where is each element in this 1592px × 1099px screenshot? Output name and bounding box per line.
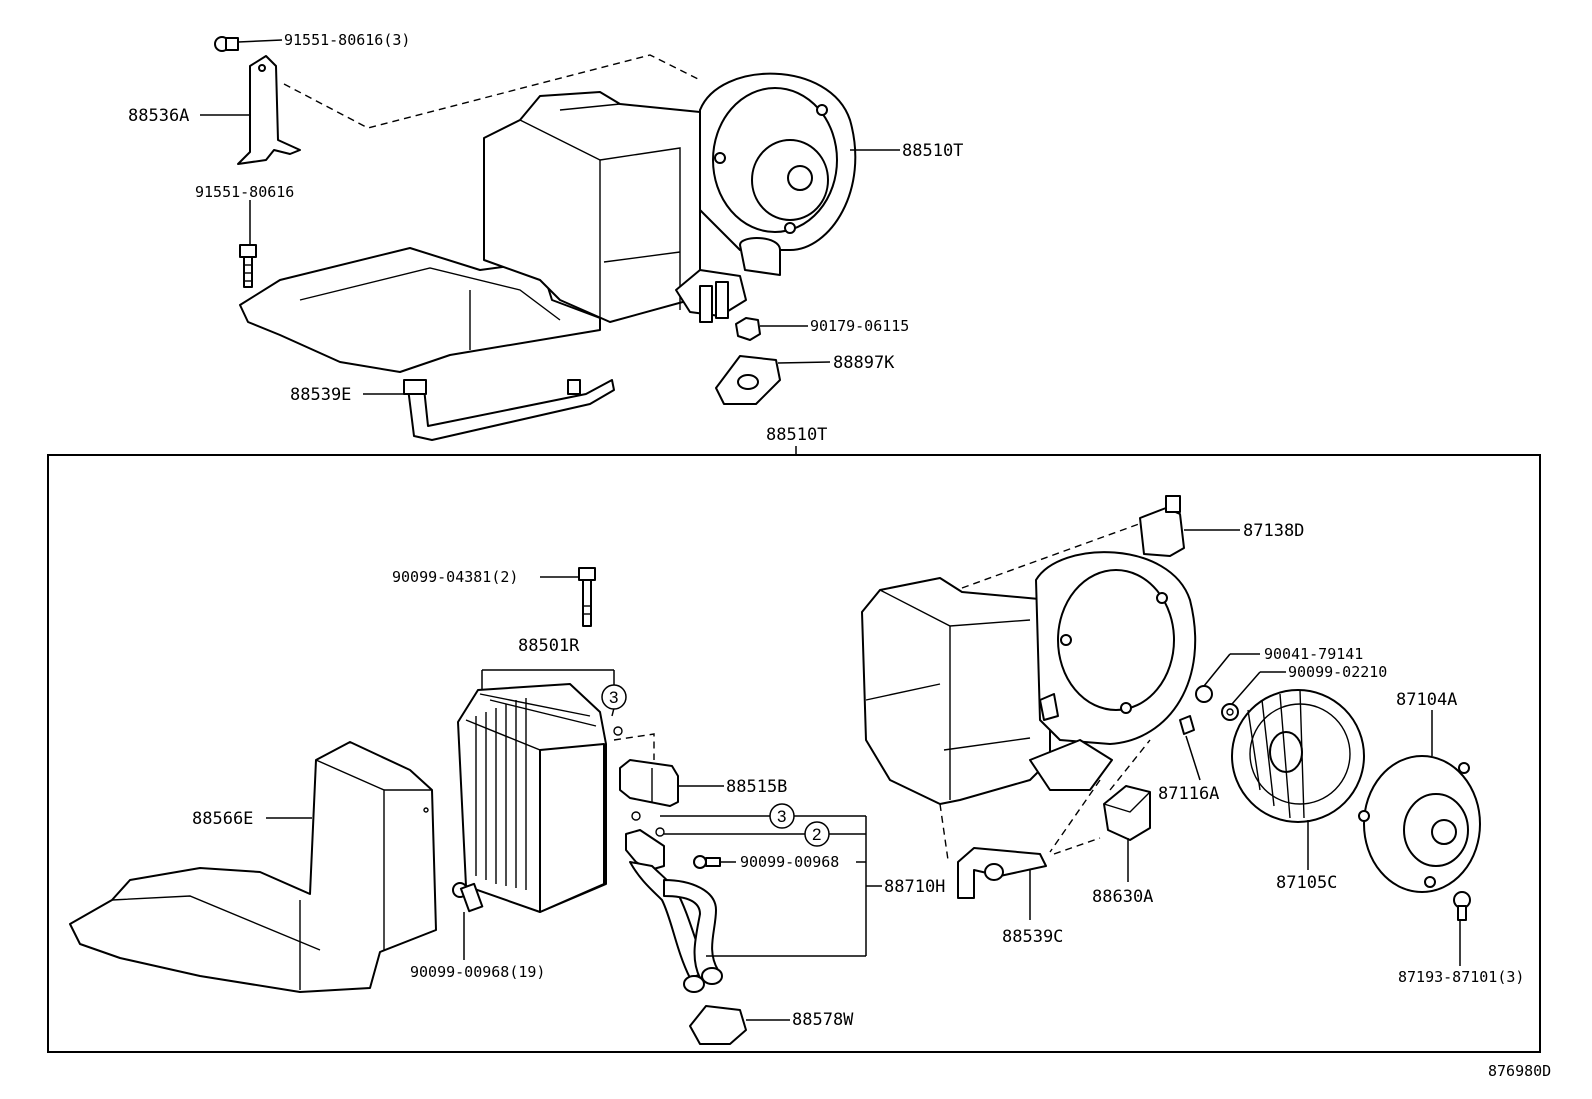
lower-case-drawing — [69, 741, 437, 993]
evaporator-drawing — [457, 683, 607, 913]
label-washer: 90099-02210 — [1288, 663, 1387, 681]
callout-text-1: 3 — [609, 688, 618, 707]
drawing-number: 876980D — [1488, 1062, 1551, 1080]
label-tube-set: 88710H — [884, 877, 945, 897]
upper-assembly — [200, 36, 900, 441]
grommet-drawing — [689, 1005, 747, 1045]
label-evaporator: 88501R — [518, 636, 580, 656]
label-motor-screw: 87193-87101(3) — [1398, 968, 1524, 986]
callout-circle-1 — [601, 684, 627, 710]
motor-plate-drawing — [1358, 755, 1481, 893]
label-grommet: 88578W — [792, 1010, 854, 1030]
label-blower-assy-top: 88510T — [902, 141, 963, 161]
label-screw-case: 90099-00968(19) — [410, 963, 545, 981]
label-resistor: 87138D — [1243, 521, 1304, 541]
actuator-clip-drawing — [1179, 715, 1195, 735]
bolt-top-drawing — [214, 36, 239, 52]
label-motor-plate: 87104A — [1396, 690, 1457, 710]
callout-circle-3 — [804, 821, 830, 847]
tubes-drawing — [625, 829, 723, 993]
upper-blower-drawing — [699, 72, 857, 251]
valve-screw-drawing — [693, 855, 721, 869]
callout-text-3: 2 — [812, 825, 821, 844]
grommet-top-drawing — [715, 355, 781, 405]
labels: 91551-80616(3) 88536A 91551-80616 88510T… — [128, 31, 1551, 1080]
nut-drawing — [735, 317, 761, 341]
servo-drawing — [1103, 785, 1151, 841]
label-bracket: 88536A — [128, 106, 189, 126]
resistor-drawing — [1139, 495, 1185, 557]
fan-drawing — [1231, 689, 1365, 823]
blower-case-drawing — [861, 551, 1197, 805]
label-nut: 90179-06115 — [810, 317, 909, 335]
drain-hose-drawing — [957, 847, 1047, 899]
case-screw-drawing — [452, 882, 484, 913]
label-bolt-top: 91551-80616(3) — [284, 31, 410, 49]
evap-screw-drawing — [578, 567, 596, 627]
valve-drawing — [619, 759, 679, 807]
clip-nut-drawing — [1195, 685, 1213, 703]
callout-text-2: 3 — [777, 807, 786, 826]
bracket-drawing — [237, 55, 301, 165]
motor-screw-drawing — [1453, 891, 1471, 921]
label-screw-valve: 90099-00968 — [740, 853, 839, 871]
upper-pipes-drawing — [675, 237, 781, 323]
drain-hose-top-drawing — [403, 379, 615, 441]
label-case-lower: 88566E — [192, 809, 253, 829]
label-actuator-clip: 87116A — [1158, 784, 1219, 804]
label-clip-nut: 90041-79141 — [1264, 645, 1363, 663]
bolt-mid-drawing — [239, 244, 257, 288]
label-valve: 88515B — [726, 777, 787, 797]
label-grommet-top: 88897K — [833, 353, 895, 373]
label-servo: 88630A — [1092, 887, 1153, 907]
label-bolt-mid: 91551-80616 — [195, 183, 294, 201]
label-frame: 88510T — [766, 425, 827, 445]
washer-drawing — [1221, 703, 1239, 721]
label-drain-hose-top: 88539E — [290, 385, 351, 405]
label-screw-evap: 90099-04381(2) — [392, 568, 518, 586]
lower-assembly — [69, 495, 1481, 1045]
assembly-frame — [47, 454, 1541, 1053]
callout-circle-2 — [769, 803, 795, 829]
upper-duct-drawing — [239, 247, 601, 373]
label-drain-hose: 88539C — [1002, 927, 1063, 947]
label-fan: 87105C — [1276, 873, 1337, 893]
